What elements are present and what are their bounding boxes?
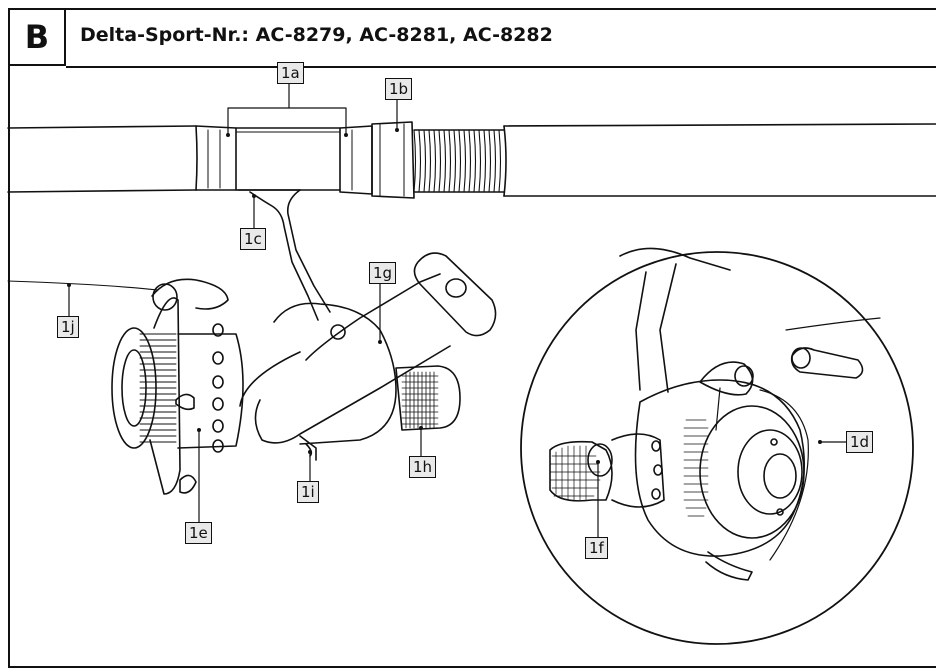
model-numbers-title: Delta-Sport-Nr.: AC-8279, AC-8281, AC-82… <box>80 24 553 46</box>
callout-1f: 1f <box>585 537 608 559</box>
callout-1h: 1h <box>409 456 437 478</box>
callout-1d: 1d <box>846 431 874 453</box>
callout-1j: 1j <box>57 316 79 338</box>
callout-1b: 1b <box>385 78 413 100</box>
thread-lines <box>413 129 502 193</box>
callout-1g: 1g <box>369 262 397 284</box>
reel-left <box>7 189 497 495</box>
page-frame <box>8 8 936 668</box>
fishing-rod-reel-drawing <box>7 82 936 645</box>
section-badge: B <box>8 8 66 66</box>
detail-circle <box>520 247 914 645</box>
callout-1i: 1i <box>297 481 319 503</box>
diagram-page: B Delta-Sport-Nr.: AC-8279, AC-8281, AC-… <box>7 8 936 668</box>
leader-lines <box>68 82 847 539</box>
header-divider <box>66 66 936 68</box>
rod <box>7 121 936 199</box>
callout-1a: 1a <box>277 62 304 84</box>
section-letter: B <box>24 18 50 56</box>
callout-1c: 1c <box>240 228 266 250</box>
callout-1e: 1e <box>185 522 212 544</box>
